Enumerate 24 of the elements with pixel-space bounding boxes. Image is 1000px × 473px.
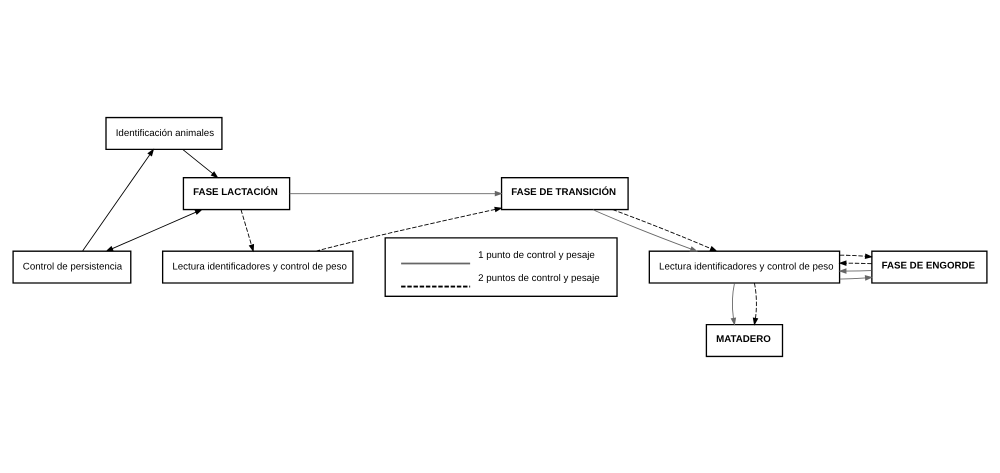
legend-label: 1 punto de control y pesaje bbox=[478, 250, 595, 261]
node-box: FASE DE TRANSICIÓN bbox=[500, 176, 629, 210]
arrow bbox=[730, 282, 736, 326]
arrow bbox=[838, 268, 872, 274]
arrow bbox=[592, 208, 698, 252]
arrow bbox=[182, 148, 219, 178]
arrow bbox=[289, 190, 503, 196]
node-box: Lectura identificadores y control de peso bbox=[162, 250, 354, 284]
arrow bbox=[240, 208, 254, 252]
arrow bbox=[838, 260, 872, 266]
node-box: Control de persistencia bbox=[12, 250, 132, 284]
node-box: Identificación animales bbox=[105, 116, 223, 150]
arrow bbox=[82, 148, 154, 251]
arrow bbox=[315, 206, 503, 252]
node-box: FASE DE ENGORDE bbox=[871, 250, 988, 284]
arrow bbox=[612, 208, 718, 252]
arrow bbox=[752, 282, 758, 326]
legend-label: 2 puntos de control y pesaje bbox=[478, 272, 600, 284]
node-box: Lectura identificadores y control de peso bbox=[648, 250, 840, 284]
arrow bbox=[839, 274, 873, 280]
node-box: FASE LACTACIÓN bbox=[182, 176, 290, 210]
arrow bbox=[839, 252, 873, 259]
node-box: MATADERO bbox=[706, 323, 784, 357]
arrow bbox=[105, 208, 203, 252]
